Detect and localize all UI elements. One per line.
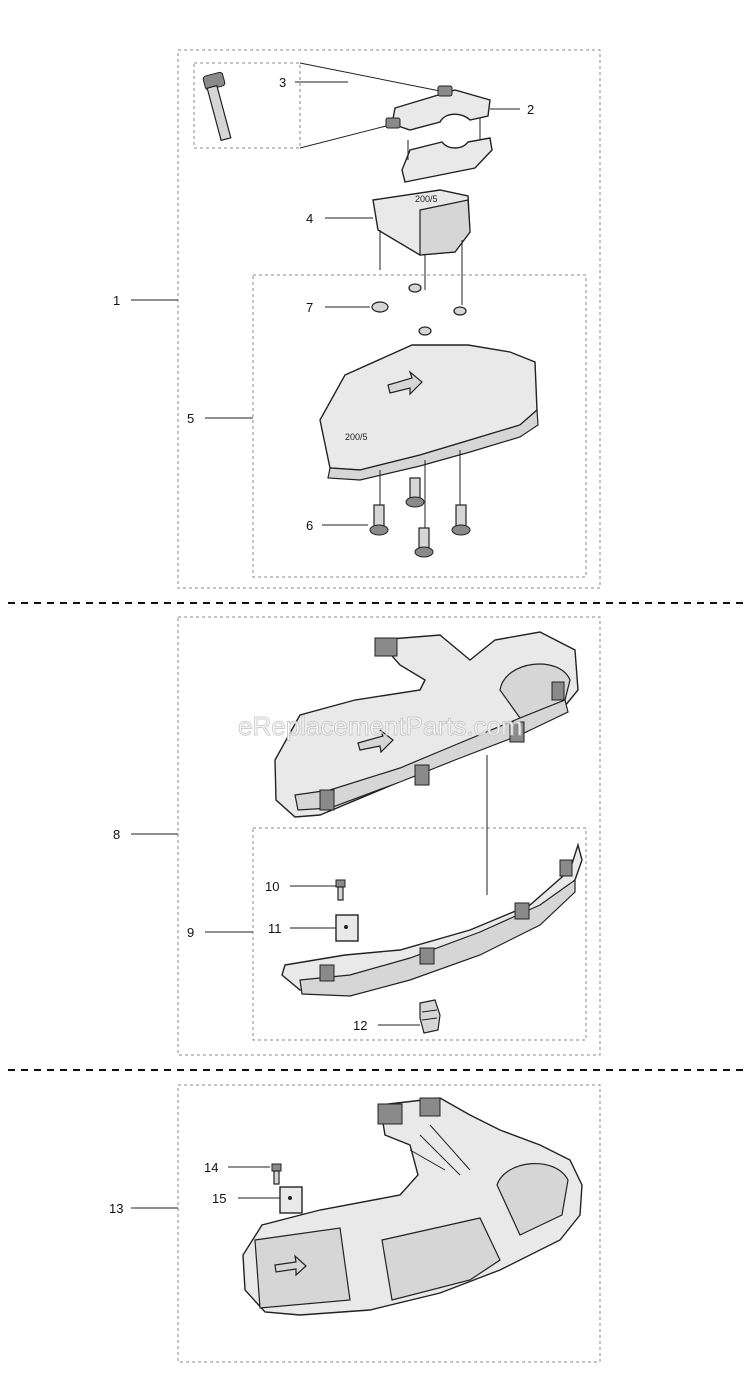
guard-part-5: 200/5 — [319, 344, 539, 481]
svg-text:200/5: 200/5 — [345, 432, 368, 442]
screw-part-10 — [335, 879, 346, 901]
plate-part-11 — [335, 914, 359, 942]
callout-9: 9 — [187, 925, 194, 940]
clip-part-12 — [419, 999, 441, 1034]
bolt-part-3 — [202, 71, 232, 142]
svg-text:200/5: 200/5 — [415, 194, 438, 204]
callout-14: 14 — [204, 1160, 218, 1175]
bracket-part-4: 200/5 — [372, 189, 471, 256]
washer-part-7 — [371, 283, 467, 336]
assembly-box-9 — [252, 827, 587, 1041]
watermark: eReplacementParts.com — [238, 711, 523, 741]
guard-part-8 — [274, 631, 579, 818]
callout-12: 12 — [353, 1018, 367, 1033]
callout-2: 2 — [527, 102, 534, 117]
assembly-box-1 — [177, 49, 601, 589]
callout-7: 7 — [306, 300, 313, 315]
callout-1: 1 — [113, 293, 120, 308]
callout-5: 5 — [187, 411, 194, 426]
assembly-box-5 — [252, 274, 587, 578]
clamp-part-2 — [385, 85, 493, 183]
strip-part-9 — [281, 842, 583, 997]
callout-15: 15 — [212, 1191, 226, 1206]
assembly-box-13 — [177, 1084, 601, 1363]
callout-6: 6 — [306, 518, 313, 533]
screw-part-14 — [271, 1163, 282, 1185]
callout-13: 13 — [109, 1201, 123, 1216]
callout-11: 11 — [268, 921, 282, 936]
guard-part-13 — [242, 1097, 583, 1316]
callout-10: 10 — [265, 879, 279, 894]
assembly-box-8 — [177, 616, 601, 1056]
callout-8: 8 — [113, 827, 120, 842]
callout-4: 4 — [306, 211, 313, 226]
screw-part-6 — [369, 477, 471, 558]
callout-3: 3 — [279, 75, 286, 90]
plate-part-15 — [279, 1186, 303, 1214]
